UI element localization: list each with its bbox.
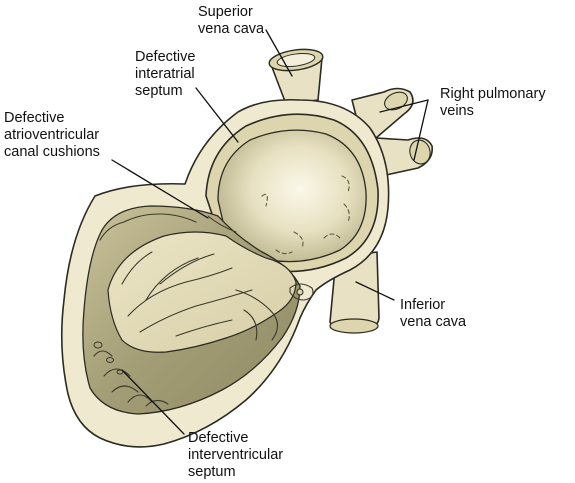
av-canal-cushion: [107, 231, 297, 353]
label-defective-av-canal-cushions: Defective atrioventricular canal cushion…: [4, 110, 103, 160]
label-inferior-vena-cava: Inferior vena cava: [400, 297, 467, 330]
label-defective-interventricular-septum: Defective interventricular septum: [188, 430, 287, 480]
label-superior-vena-cava: Superior vena cava: [198, 4, 265, 37]
superior-vena-cava-shape: [268, 48, 324, 105]
label-right-pulmonary-veins: Right pulmonary veins: [440, 86, 550, 119]
leader-lines: [111, 29, 429, 435]
label-defective-interatrial-septum: Defective interatrial septum: [135, 49, 199, 99]
